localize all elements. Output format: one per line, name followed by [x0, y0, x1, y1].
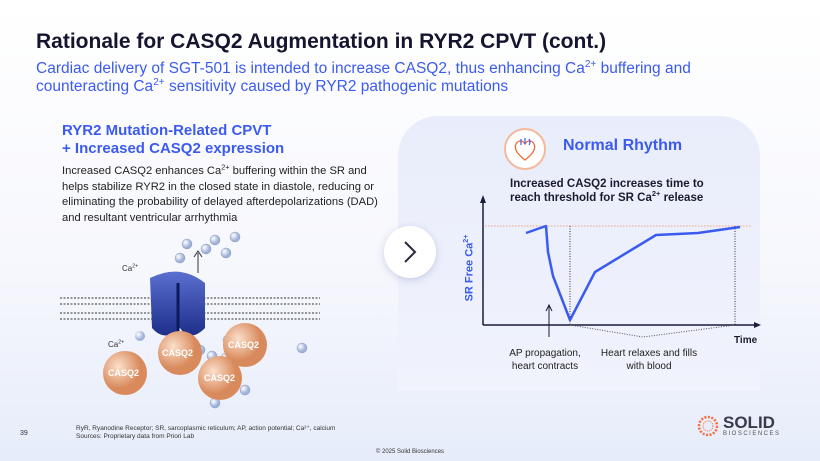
casq2-label: CASQ2 — [228, 340, 260, 350]
casq2-label: CASQ2 — [108, 368, 140, 378]
casq2-label: CASQ2 — [162, 348, 194, 358]
footnotes: RyR, Ryanodine Receptor; SR, sarcoplasmi… — [76, 425, 336, 440]
left-description: Increased CASQ2 enhances Ca2+ buffering … — [62, 162, 378, 224]
ca-label-bottom: Ca2+ — [108, 339, 125, 349]
slide-subtitle: Cardiac delivery of SGT-501 is intended … — [36, 58, 691, 95]
page-number: 39 — [20, 430, 28, 437]
logo-ring-icon — [697, 415, 719, 437]
slide-title: Rationale for CASQ2 Augmentation in RYR2… — [36, 30, 607, 53]
left-heading: RYR2 Mutation-Related CPVT+ Increased CA… — [62, 122, 285, 157]
ca-label-top: Ca2+ — [122, 263, 139, 273]
ap-caption: AP propagation, heart contracts — [509, 348, 581, 372]
chevron-right-icon — [404, 241, 417, 263]
normal-rhythm-heading: Normal Rhythm — [563, 137, 683, 154]
casq2-label: CASQ2 — [204, 373, 236, 383]
relax-caption: Heart relaxes and fills with blood — [600, 348, 698, 372]
copyright: © 2025 Solid Biosciences — [375, 449, 445, 455]
x-axis-label: Time — [734, 335, 758, 346]
heart-icon — [504, 128, 546, 170]
ryr2-channel-illustration — [60, 231, 320, 409]
next-arrow-button[interactable] — [384, 226, 436, 278]
y-axis-label: SR Free Ca2+ — [461, 234, 476, 302]
